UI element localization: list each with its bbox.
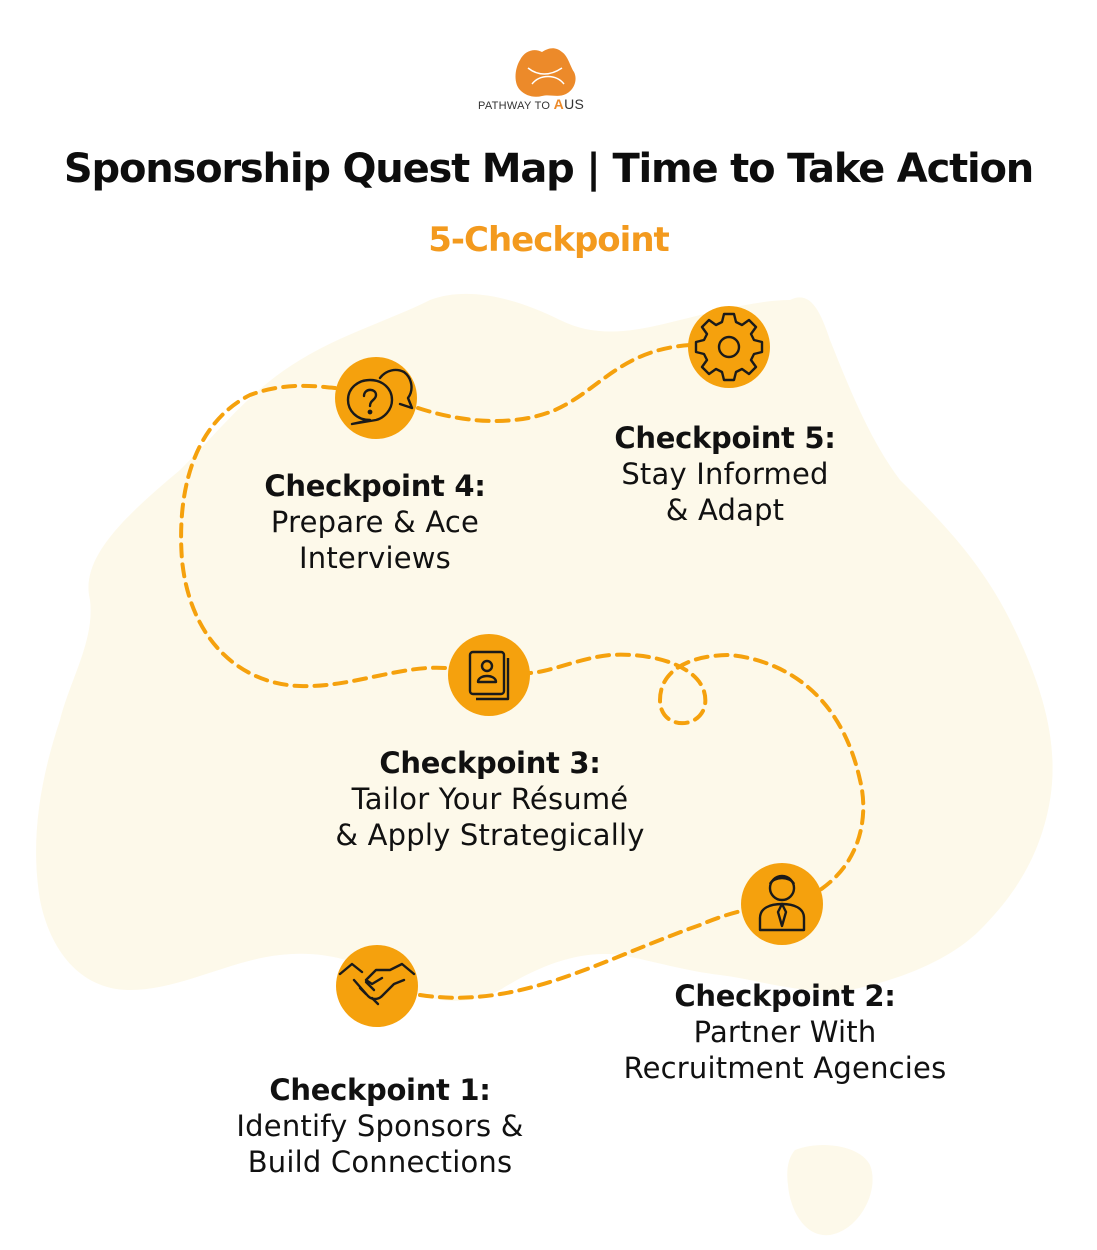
checkpoint-1-line1: Identify Sponsors & <box>236 1109 524 1143</box>
checkpoint-5-line2: & Adapt <box>665 493 785 527</box>
checkpoint-2-marker <box>741 863 823 945</box>
logo-prefix: PATHWAY TO <box>478 100 551 112</box>
checkpoint-1-circle <box>336 945 418 1027</box>
checkpoint-3-line2: & Apply Strategically <box>335 818 645 852</box>
checkpoint-5-line1: Stay Informed <box>621 457 829 491</box>
dashed-quest-path <box>179 343 866 1000</box>
logo-text: PATHWAY TO AUS <box>478 96 618 112</box>
checkpoint-4-label: Checkpoint 4: Prepare & Ace Interviews <box>210 468 540 576</box>
page-subtitle: 5-Checkpoint <box>428 220 670 260</box>
checkpoint-5-marker <box>688 306 770 388</box>
checkpoint-2-label: Checkpoint 2: Partner With Recruitment A… <box>585 978 985 1086</box>
checkpoint-4-marker <box>335 357 417 439</box>
resume-document-icon <box>468 650 510 701</box>
page-title: Sponsorship Quest Map | Time to Take Act… <box>63 146 1034 192</box>
checkpoint-2-line1: Partner With <box>693 1015 877 1049</box>
checkpoint-5-label: Checkpoint 5: Stay Informed & Adapt <box>565 420 885 528</box>
checkpoint-2-heading: Checkpoint 2: <box>674 979 896 1013</box>
logo-suffix: US <box>564 96 585 112</box>
handshake-icon <box>338 962 416 1006</box>
checkpoint-3-marker <box>448 634 530 716</box>
question-chat-icon <box>346 368 414 426</box>
logo-a: A <box>553 96 565 112</box>
checkpoint-1-line2: Build Connections <box>247 1145 513 1179</box>
checkpoint-5-circle <box>688 306 770 388</box>
checkpoint-3-heading: Checkpoint 3: <box>379 746 601 780</box>
checkpoint-1-marker <box>336 945 418 1027</box>
mainland-shape <box>36 293 1053 1001</box>
checkpoint-1-label: Checkpoint 1: Identify Sponsors & Build … <box>190 1072 570 1180</box>
checkpoint-5-heading: Checkpoint 5: <box>614 421 836 455</box>
checkpoint-4-line2: Interviews <box>299 541 451 575</box>
gear-icon <box>694 312 764 382</box>
checkpoint-1-heading: Checkpoint 1: <box>269 1073 491 1107</box>
tasmania-shape <box>787 1145 873 1236</box>
checkpoint-4-heading: Checkpoint 4: <box>264 469 486 503</box>
checkpoint-3-label: Checkpoint 3: Tailor Your Résumé & Apply… <box>290 745 690 853</box>
logo <box>515 48 576 97</box>
logo-australia-icon <box>515 48 576 97</box>
checkpoint-3-line1: Tailor Your Résumé <box>351 782 629 816</box>
checkpoint-4-line1: Prepare & Ace <box>270 505 480 539</box>
checkpoint-2-line2: Recruitment Agencies <box>623 1051 947 1085</box>
businessman-icon <box>758 874 806 932</box>
